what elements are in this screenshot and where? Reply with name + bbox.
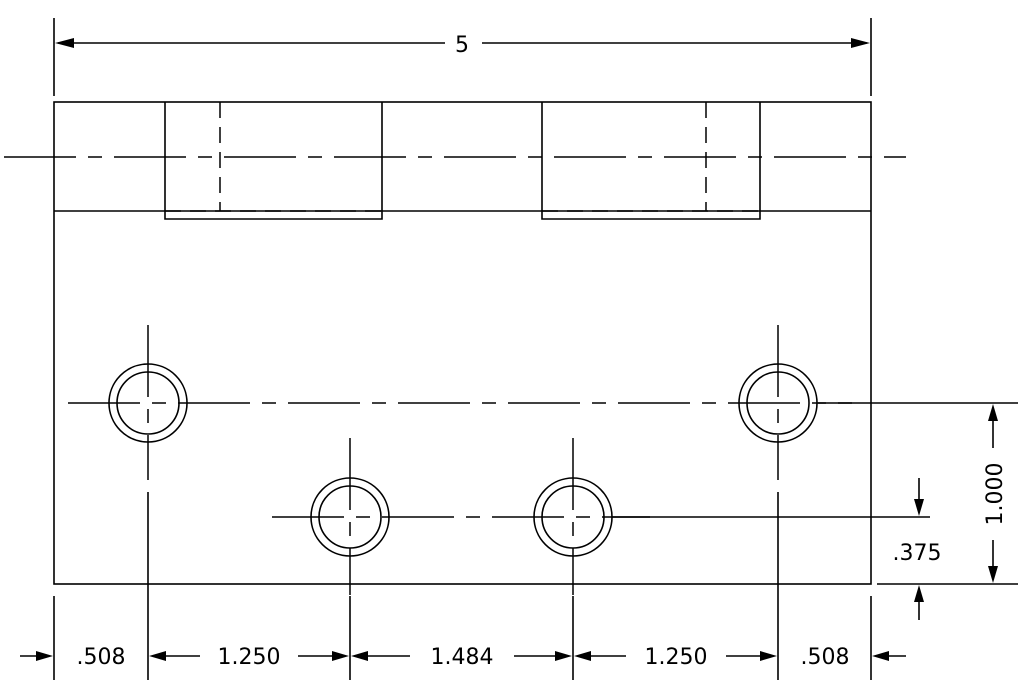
- arrowhead: [351, 651, 368, 661]
- arrowhead: [149, 651, 166, 661]
- hole-1: [108, 363, 188, 443]
- holes: [108, 363, 818, 557]
- overall-width-dimension: 5: [53, 18, 872, 96]
- vertical-dimensions: 1.000 .375: [612, 402, 1018, 620]
- overall-width-label: 5: [455, 33, 469, 58]
- spacing-2-label: 1.484: [431, 645, 494, 670]
- arrowhead: [574, 651, 591, 661]
- arrowhead: [332, 651, 349, 661]
- spacing-3-label: 1.250: [645, 645, 708, 670]
- knuckle-cutout-left: [164, 102, 383, 220]
- hole-4: [738, 363, 818, 443]
- center-lines: [4, 156, 906, 595]
- plate-outline: [53, 101, 872, 585]
- edge-right-label: .508: [801, 645, 850, 670]
- bottom-dimension-chain: .508 1.250 1.484 1.250 .508: [20, 492, 906, 680]
- arrowhead: [988, 404, 998, 421]
- hinge-outline: [53, 101, 872, 585]
- arrowhead: [914, 499, 924, 516]
- arrowhead: [760, 651, 777, 661]
- hole-row-upper-label: 1.000: [983, 463, 1008, 526]
- arrowhead: [872, 651, 889, 661]
- arrowhead: [851, 38, 870, 48]
- hole-row-lower-label: .375: [893, 541, 942, 566]
- edge-left-label: .508: [77, 645, 126, 670]
- spacing-1-label: 1.250: [218, 645, 281, 670]
- arrowhead: [55, 38, 74, 48]
- arrowhead: [914, 585, 924, 602]
- knuckle-cutout-right: [541, 102, 761, 220]
- arrowhead: [555, 651, 572, 661]
- arrowhead: [988, 566, 998, 583]
- hole-2: [310, 477, 390, 557]
- arrowhead: [36, 651, 53, 661]
